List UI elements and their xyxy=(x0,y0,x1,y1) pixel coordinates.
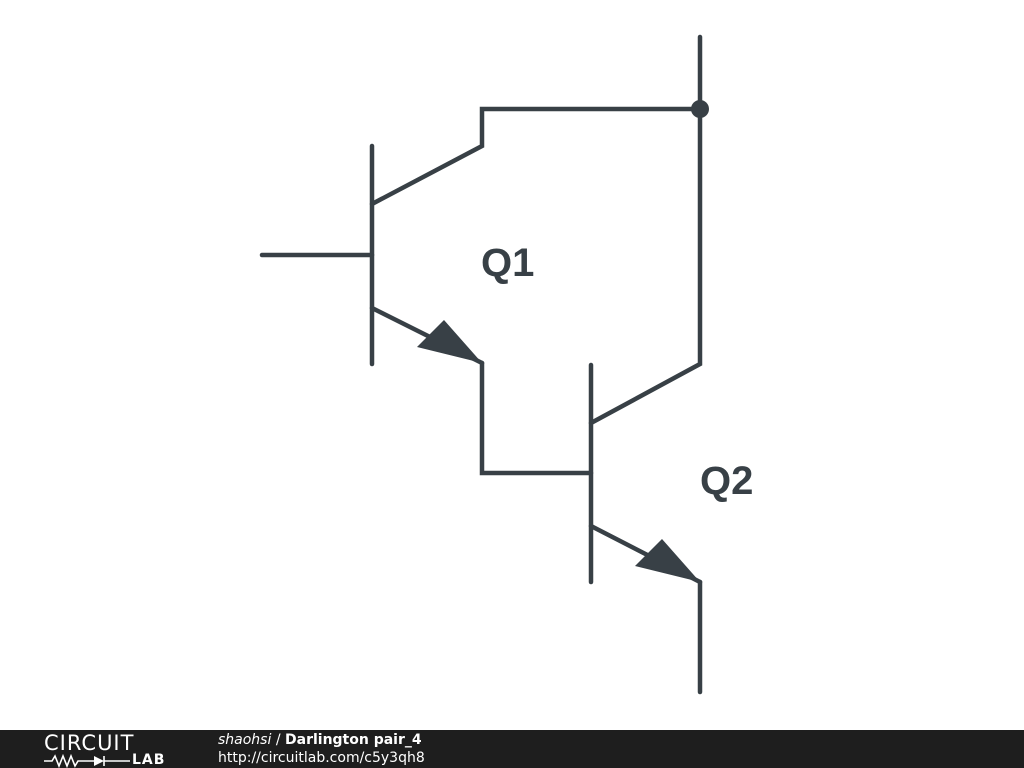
transistor-q2[interactable]: Q2 xyxy=(588,106,753,585)
title-separator: / xyxy=(271,732,285,748)
circuit-title[interactable]: Darlington pair_4 xyxy=(285,732,422,748)
q1-emitter-arrow xyxy=(417,320,482,363)
q1-emitter-to-q2-base-wire xyxy=(479,360,594,476)
q2-emitter-arrow xyxy=(635,539,700,582)
circuitlab-logo[interactable]: CIRCUIT LAB xyxy=(44,732,184,768)
collector-junction-dot xyxy=(691,100,709,118)
transistor-q1[interactable]: Q1 xyxy=(259,106,703,367)
q1-collector-lead xyxy=(369,106,703,207)
q2-collector-lead xyxy=(588,106,703,426)
q2-label: Q2 xyxy=(700,459,753,503)
logo-circuit-text: CIRCUIT xyxy=(44,731,135,755)
author-name[interactable]: shaohsi xyxy=(218,732,272,748)
circuit-info: shaohsi / Darlington pair_4 http://circu… xyxy=(218,731,425,767)
circuit-url-link[interactable]: http://circuitlab.com/c5y3qh8 xyxy=(218,750,425,766)
q1-label: Q1 xyxy=(481,241,534,285)
resistor-diode-icon xyxy=(44,754,130,768)
darlington-pair-schematic: Q1 Q2 xyxy=(259,34,753,695)
footer-bar: CIRCUIT LAB shaohsi / Darlington pair_4 … xyxy=(0,730,1024,768)
logo-lab-text: LAB xyxy=(132,752,166,768)
